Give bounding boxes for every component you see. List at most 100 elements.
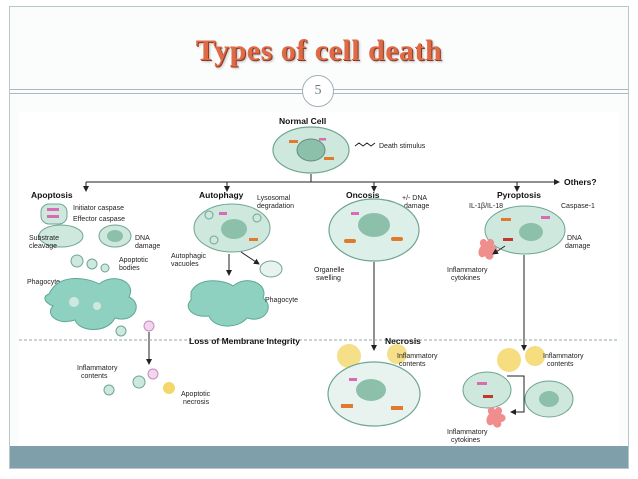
apoptosis-dna-damage-label-2: damage bbox=[135, 243, 160, 250]
apoptotic-body bbox=[103, 384, 115, 396]
slide-footer-bar bbox=[10, 446, 628, 468]
autophagy-phagocyte-label: Phagocyte bbox=[265, 297, 298, 304]
mitochondrion bbox=[341, 404, 353, 408]
organelle bbox=[349, 378, 357, 381]
apoptosis-phagocyte-label: Phagocyte bbox=[27, 279, 60, 286]
necrosis-group: Inflammatory contents bbox=[327, 344, 438, 427]
mitochondrion bbox=[324, 157, 334, 160]
apoptotic-body bbox=[132, 375, 146, 389]
br-inflammatory-cytokines-label-1: Inflammatory bbox=[447, 429, 488, 436]
autophagic-vacuoles-label-1: Autophagic bbox=[171, 253, 207, 260]
bottom-left-group: Inflammatory contents Apoptotic necrosis bbox=[77, 365, 211, 406]
page-number-badge: 5 bbox=[302, 75, 334, 107]
pyroptosis-title: Pyroptosis bbox=[497, 190, 541, 200]
apoptotic-body bbox=[86, 258, 98, 270]
pyroptosis-dna-damage-label-1: DNA bbox=[567, 235, 582, 242]
substrate-cleavage-label-2: cleavage bbox=[29, 243, 57, 250]
others-label: Others? bbox=[564, 177, 597, 187]
effector-caspase-label: Effector caspase bbox=[73, 216, 125, 223]
loss-membrane-label: Loss of Membrane Integrity bbox=[189, 336, 300, 346]
pyroptosis-dna-damage-label-2: damage bbox=[565, 243, 590, 250]
fragmenting-nucleus bbox=[107, 230, 123, 242]
effector-caspase-icon bbox=[47, 215, 59, 218]
organelle bbox=[477, 382, 487, 385]
autophagy-title: Autophagy bbox=[199, 190, 244, 200]
cytokine-burst bbox=[486, 407, 506, 428]
autophagy-vacuole-arrow bbox=[240, 251, 260, 265]
necrosis-inflammatory-contents-label-2: contents bbox=[399, 361, 426, 368]
br-inflammatory-contents-label-1: Inflammatory bbox=[543, 353, 584, 360]
oncosis-title: Oncosis bbox=[346, 190, 380, 200]
apoptosis-group: Apoptosis Initiator caspase Effector cas… bbox=[27, 190, 160, 365]
apoptotic-necrosis-label-2: necrosis bbox=[183, 399, 210, 406]
death-stimulus-icon bbox=[354, 142, 376, 147]
pyroptosis-cytokines-label-2: cytokines bbox=[451, 275, 481, 282]
engulfed-body bbox=[69, 297, 79, 307]
br-inflammatory-contents-label-2: contents bbox=[547, 361, 574, 368]
pyroptosis-group: Pyroptosis IL-1β/IL-18 Caspase-1 DNA dam… bbox=[447, 190, 595, 351]
apoptotic-necrosis-label-1: Apoptotic bbox=[181, 391, 211, 398]
necrosis-inflammatory-contents-label-1: Inflammatory bbox=[397, 353, 438, 360]
apoptotic-body bbox=[147, 368, 159, 380]
inflammation-burst bbox=[387, 344, 407, 364]
bl-inflammatory-contents-label-2: contents bbox=[81, 373, 108, 380]
oncosis-dna-damage-label-2: damage bbox=[404, 203, 429, 210]
organelle-swelling-label-1: Organelle bbox=[314, 267, 344, 274]
diagram-panel: Normal Cell Death stimulus Others? bbox=[19, 112, 619, 446]
il-label: IL-1β/IL-18 bbox=[469, 203, 503, 210]
organelle bbox=[351, 212, 359, 215]
autophagy-group: Autophagy Lysosomal degradation Autophag… bbox=[171, 190, 298, 327]
apoptotic-body bbox=[70, 254, 84, 268]
pyroptotic-nucleus bbox=[539, 391, 559, 407]
lysosomal-degradation-label-2: degradation bbox=[257, 203, 294, 210]
autophagic-vacuole bbox=[252, 213, 262, 223]
pyroptotic-body bbox=[462, 371, 512, 409]
apoptosis-cell bbox=[40, 203, 68, 225]
inflammation-burst bbox=[497, 348, 521, 372]
pyroptosis-release-arrow bbox=[507, 375, 525, 415]
autophagic-vacuoles-label-2: vacuoles bbox=[171, 261, 199, 268]
necrosis-title: Necrosis bbox=[385, 336, 421, 346]
apoptosis-phagocyte bbox=[44, 277, 137, 330]
apoptotic-body bbox=[143, 320, 155, 332]
pyroptosis-nucleus bbox=[519, 223, 543, 241]
inflammation-burst bbox=[163, 382, 175, 394]
apoptotic-body bbox=[100, 263, 110, 273]
oncosis-group: Oncosis +/- DNA damage Organelle swellin… bbox=[314, 190, 429, 351]
autophagy-phagocyte bbox=[187, 280, 269, 327]
apoptosis-dna-damage-label-1: DNA bbox=[135, 235, 150, 242]
necrotic-nucleus bbox=[356, 379, 386, 401]
initiator-caspase-label: Initiator caspase bbox=[73, 205, 124, 212]
engulfed-body bbox=[93, 302, 101, 310]
mitochondrion bbox=[249, 238, 258, 241]
caspase1-icon bbox=[541, 216, 550, 219]
mitochondrion bbox=[391, 406, 403, 410]
normal-cell-group: Normal Cell Death stimulus bbox=[272, 116, 426, 174]
organelle bbox=[319, 138, 326, 141]
autophagic-fragment bbox=[259, 260, 283, 278]
apoptotic-bodies-label-2: bodies bbox=[119, 265, 140, 272]
inflammation-burst bbox=[525, 346, 545, 366]
br-inflammatory-cytokines-label-2: cytokines bbox=[451, 437, 481, 444]
slide-title: Types of cell death bbox=[195, 34, 443, 67]
apoptotic-bodies-label-1: Apoptotic bbox=[119, 257, 149, 264]
bottom-right-group: Inflammatory contents Inflammatory cytok… bbox=[447, 346, 584, 444]
apoptotic-body bbox=[115, 325, 127, 337]
autophagy-nucleus bbox=[221, 219, 247, 239]
mitochondrion bbox=[289, 140, 298, 143]
caspase1-label: Caspase-1 bbox=[561, 203, 595, 210]
cell-death-diagram: Normal Cell Death stimulus Others? bbox=[19, 116, 619, 444]
autophagic-vacuole bbox=[204, 210, 214, 220]
il-icon bbox=[483, 395, 493, 398]
il-icon bbox=[503, 238, 513, 241]
organelle-swelling-label-2: swelling bbox=[316, 275, 341, 282]
swollen-mitochondrion bbox=[344, 239, 356, 243]
inflammation-burst bbox=[337, 344, 361, 368]
branch-lines bbox=[83, 174, 560, 192]
bl-inflammatory-contents-label-1: Inflammatory bbox=[77, 365, 118, 372]
initiator-caspase-icon bbox=[47, 208, 59, 211]
pyroptosis-cytokines-label-1: Inflammatory bbox=[447, 267, 488, 274]
mitochondrion bbox=[501, 218, 511, 221]
lysosomal-degradation-label-1: Lysosomal bbox=[257, 195, 291, 202]
